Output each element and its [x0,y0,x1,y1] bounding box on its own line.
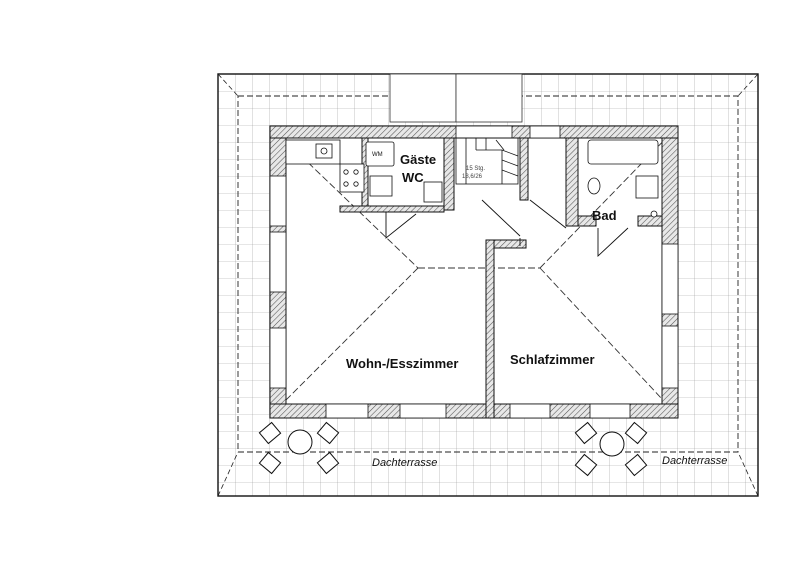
toilet-icon [423,181,443,203]
windows [269,125,679,419]
bath-sink-icon [635,175,659,199]
room-label-bath: Bad [592,208,617,223]
washer-label: WM [372,152,383,158]
wc-sink-icon [369,175,393,197]
bath-toilet-icon [587,177,601,195]
terrace-table-left [258,421,340,475]
room-label-guest-wc-line2: WC [402,170,424,185]
stair-dimension-label: 18,6/26 [462,174,483,180]
terrace-label-left: Dachterrasse [372,457,437,469]
stair-steps-label: 15 Stg. [466,166,485,172]
fixtures [285,139,659,218]
interior-floor [270,126,678,416]
bathtub-icon [587,139,659,165]
door-swings [385,199,629,258]
terrace-table-right [574,421,648,477]
room-label-living-dining: Wohn-/Esszimmer [346,356,458,371]
stove-icon [339,163,365,193]
washing-machine-icon [365,141,395,167]
staircase [455,137,519,185]
terrace-label-right: Dachterrasse [662,455,727,467]
room-label-guest-wc-line1: Gäste [400,152,436,167]
room-label-bedroom: Schlafzimmer [510,352,595,367]
